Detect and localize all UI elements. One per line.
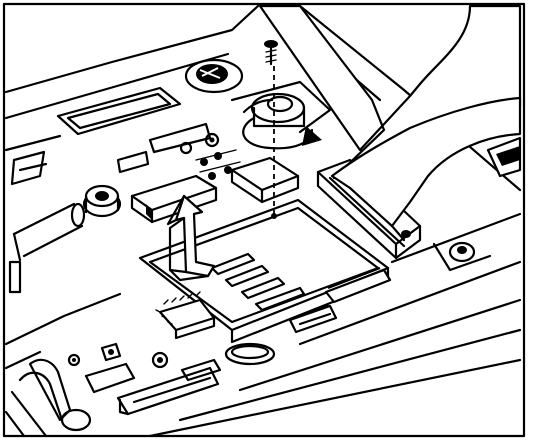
screw-hole (271, 213, 277, 219)
case-edge-bottom-left (4, 292, 122, 346)
rail-4 (178, 328, 522, 422)
up-arrow-icon (166, 194, 216, 282)
round-vent (184, 58, 244, 94)
rail-1 (390, 212, 522, 264)
left-components (8, 150, 122, 294)
rail-5 (148, 358, 522, 438)
connector-block (130, 174, 218, 224)
board-edge-right (298, 4, 522, 192)
screw-icon (264, 40, 278, 66)
bottom-components (4, 304, 338, 438)
vent-slot (56, 86, 182, 136)
frame-border (2, 2, 526, 438)
right-connector (486, 136, 522, 178)
case-edge-left (4, 134, 62, 152)
rotate-arrow-icon (242, 98, 322, 150)
rail-3 (238, 298, 522, 392)
case-edge-bottom-left-2 (4, 350, 42, 370)
removal-card (258, 4, 522, 242)
chip (155, 291, 216, 340)
upper-connectors (116, 122, 241, 180)
case-edge-top (4, 4, 260, 94)
rail-2 (298, 260, 522, 346)
